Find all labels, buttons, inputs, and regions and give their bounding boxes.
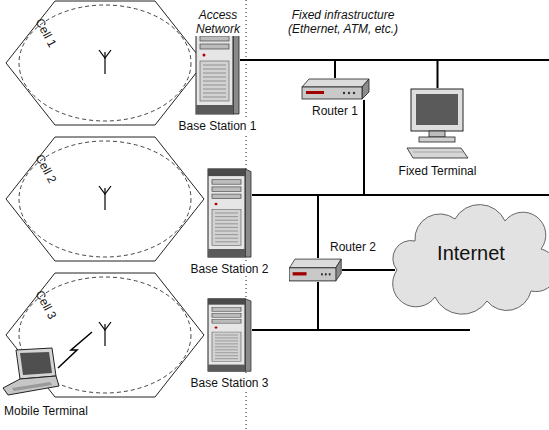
- device-label: Base Station 1: [176, 119, 258, 133]
- cloud-label: Internet: [437, 241, 505, 265]
- network-link: [240, 60, 438, 88]
- base-station: Base Station 3: [207, 298, 252, 372]
- radio-link: [58, 332, 92, 368]
- radio-cell: Cell 1: [5, 0, 205, 126]
- base-station: Base Station 2: [207, 168, 252, 258]
- base-station-icon: [207, 298, 252, 372]
- network-link: [240, 60, 335, 78]
- cell-label: Cell 1: [33, 16, 60, 50]
- cell-label: Cell 2: [33, 152, 60, 186]
- router: Router 2: [288, 258, 342, 282]
- base-station-icon: [207, 168, 252, 258]
- radio-cell: Cell 2: [5, 136, 205, 262]
- network-link: [342, 269, 395, 271]
- internet-cloud: Internet: [395, 205, 547, 305]
- network-link: [252, 195, 318, 258]
- mobile-terminal: Mobile Terminal: [2, 348, 60, 398]
- device-label: Router 1: [310, 104, 360, 118]
- device-label: Mobile Terminal: [2, 404, 90, 418]
- network-link: [252, 282, 318, 330]
- region-heading: Fixed infrastructure (Ethernet, ATM, etc…: [268, 8, 418, 36]
- fixed-terminal-icon: [405, 88, 470, 160]
- network-link: [252, 100, 364, 195]
- device-label: Fixed Terminal: [397, 164, 479, 178]
- device-label: Router 2: [328, 240, 378, 254]
- cell-label: Cell 3: [33, 288, 60, 322]
- radio-cell-icon: [5, 0, 205, 126]
- fixed-terminal: Fixed Terminal: [405, 88, 470, 160]
- router-icon: [288, 258, 342, 282]
- region-heading: Access Network: [193, 8, 243, 36]
- mobile-terminal-icon: [2, 348, 60, 398]
- device-label: Base Station 2: [188, 262, 270, 276]
- radio-cell-icon: [5, 136, 205, 262]
- device-label: Base Station 3: [188, 376, 270, 390]
- router-icon: [300, 78, 370, 100]
- router: Router 1: [300, 78, 370, 100]
